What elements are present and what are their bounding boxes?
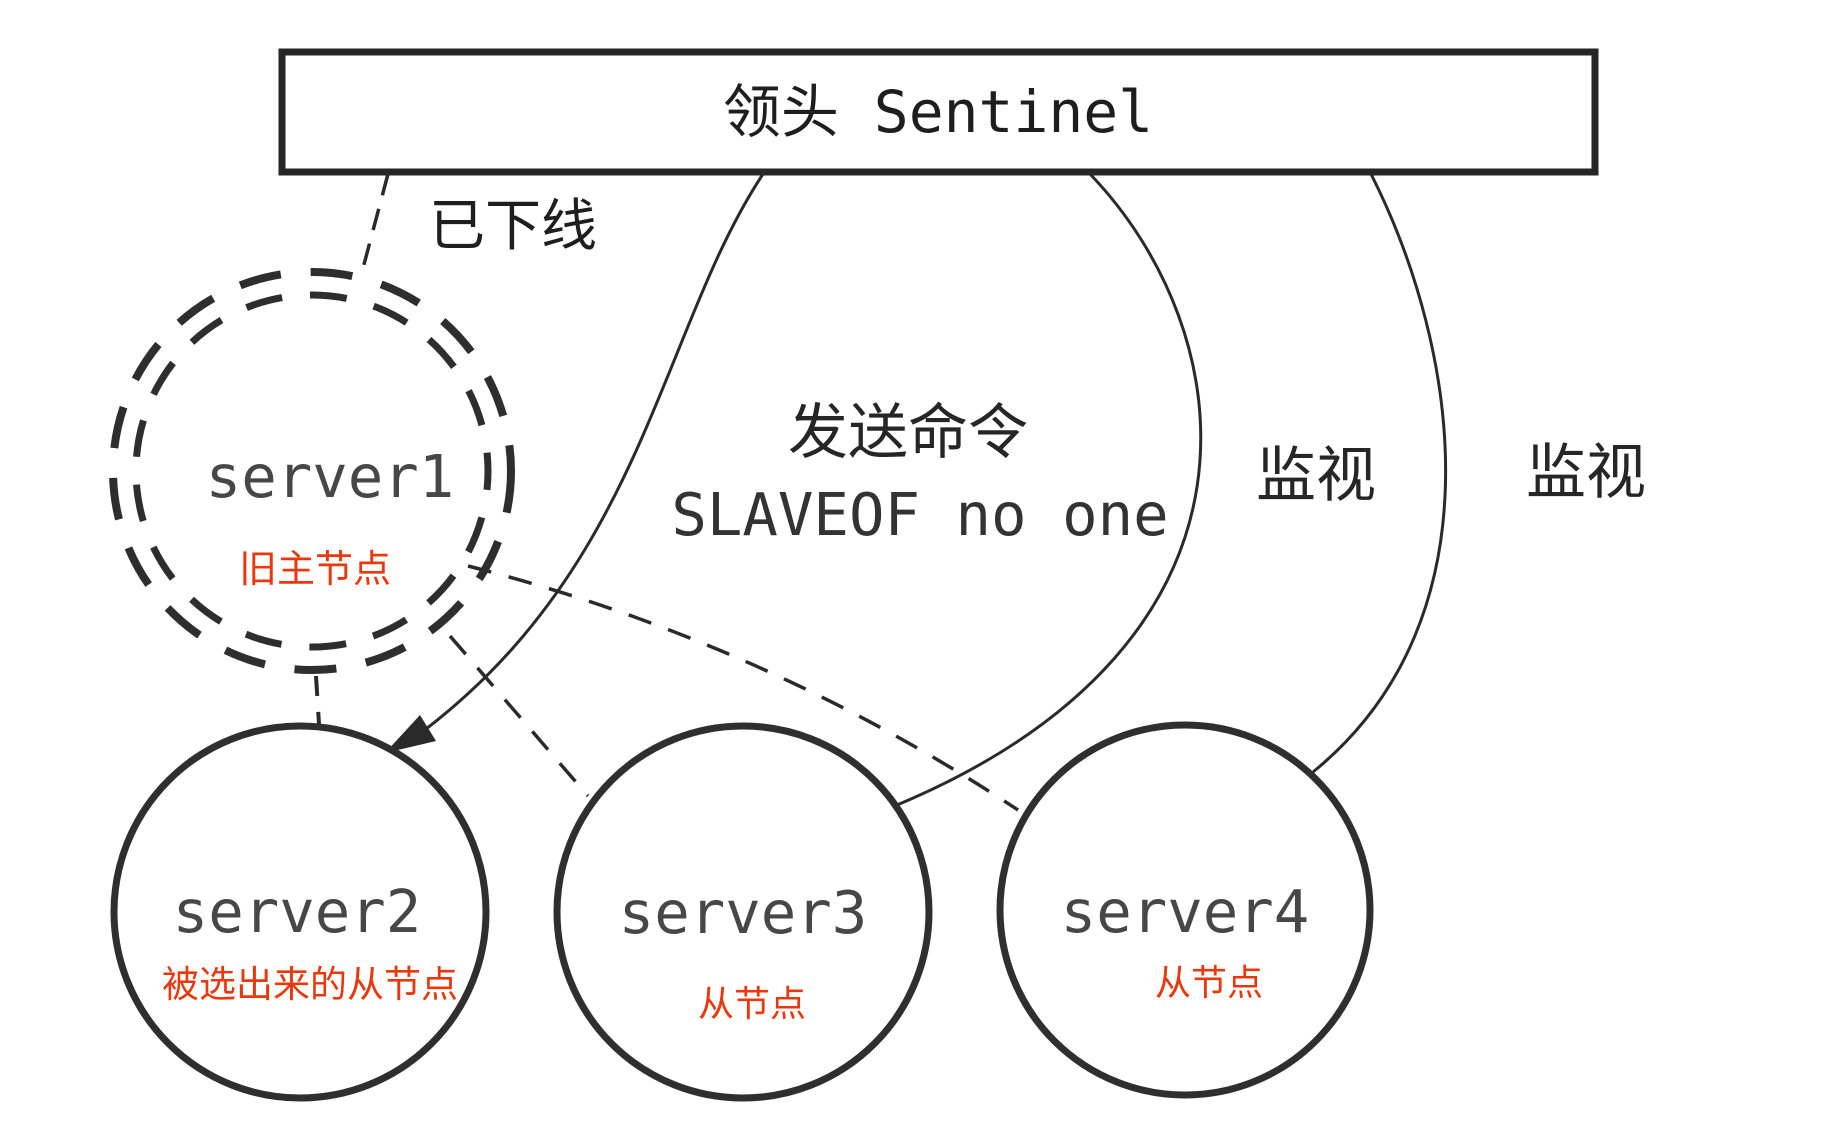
node-server1: server1 旧主节点 xyxy=(109,268,515,674)
leader-sentinel-box xyxy=(278,48,1599,176)
server1-label: server1 xyxy=(206,442,455,511)
server2-label: server2 xyxy=(173,877,422,946)
edge-server1-server2-dashed xyxy=(314,675,321,725)
leader-sentinel-label: 领头 Sentinel xyxy=(723,78,1153,146)
edge-monitor-server3-curve xyxy=(896,172,1203,807)
send-command-label-line1: 发送命令 xyxy=(788,398,1028,468)
monitor-label-1: 监视 xyxy=(1256,441,1376,511)
server4-circle xyxy=(996,721,1374,1099)
arrowhead-to-server2 xyxy=(385,715,436,753)
node-server2: server2 被选出来的从节点 xyxy=(110,722,490,1102)
server3-label: server3 xyxy=(619,878,868,947)
monitor-label-2: 监视 xyxy=(1526,438,1646,508)
server2-role-label: 被选出来的从节点 xyxy=(162,963,458,1006)
offline-label: 已下线 xyxy=(429,194,597,259)
edge-server1-server4-dashed xyxy=(467,564,1019,812)
server2-circle xyxy=(110,722,490,1102)
edge-send-command-curve xyxy=(425,173,765,731)
node-server3: server3 从节点 xyxy=(553,722,933,1102)
server1-role-label: 旧主节点 xyxy=(239,547,391,591)
send-command-label-line2: SLAVEOF no one xyxy=(671,480,1168,549)
server1-inner-dashed-ring xyxy=(132,291,492,651)
server4-label: server4 xyxy=(1061,877,1310,946)
node-server4: server4 从节点 xyxy=(996,721,1374,1099)
server3-role-label: 从节点 xyxy=(698,984,806,1025)
server3-circle xyxy=(553,722,933,1102)
server1-outer-dashed-ring xyxy=(109,268,515,674)
edge-monitor-server4-curve xyxy=(1312,173,1448,774)
edge-server1-server3-dashed xyxy=(448,634,590,798)
edge-offline-dashed-line xyxy=(360,173,390,273)
server4-role-label: 从节点 xyxy=(1155,963,1263,1004)
